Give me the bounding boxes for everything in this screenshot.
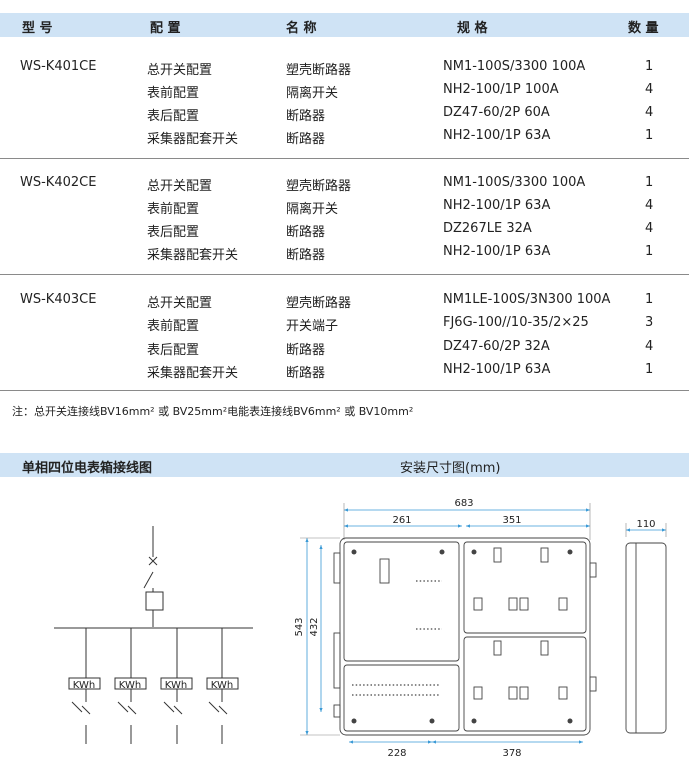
dim-378: 378 [502,748,521,759]
qty-cell: 4 [645,105,654,120]
group-separator [0,158,689,159]
spec-cell: NM1-100S/3300 100A [443,59,586,74]
dimension-drawing: 683 261 351 110 228 378 543 432 [294,498,667,759]
config-cell: 表前配置 [147,86,200,101]
name-cell: 隔离开关 [286,202,339,217]
qty-cell: 1 [645,59,654,74]
config-cell: 表后配置 [147,109,200,124]
name-cell: 断路器 [286,109,326,124]
config-cell: 采集器配套开关 [147,366,239,381]
qty-cell: 1 [645,175,654,190]
meter-label: KWh [165,680,187,691]
header-qty: 数 量 [628,21,659,36]
name-cell: 断路器 [286,248,326,263]
config-cell: 采集器配套开关 [147,248,239,263]
qty-cell: 1 [645,362,654,377]
dim-543: 543 [294,617,305,636]
qty-cell: 4 [645,82,654,97]
spec-cell: NM1-100S/3300 100A [443,175,586,190]
name-cell: 塑壳断路器 [286,63,352,78]
name-cell: 塑壳断路器 [286,296,352,311]
header-name: 名 称 [286,21,317,36]
config-cell: 表前配置 [147,319,200,334]
spec-cell: NM1LE-100S/3N300 100A [443,292,611,307]
header-model: 型 号 [22,21,53,36]
table-header-bar [0,13,689,37]
dim-228: 228 [387,748,406,759]
name-cell: 断路器 [286,225,326,240]
config-cell: 总开关配置 [147,296,213,311]
dim-432: 432 [309,617,320,636]
meter-label: KWh [73,680,95,691]
qty-cell: 1 [645,244,654,259]
section-bar [0,453,689,477]
spec-cell: DZ47-60/2P 32A [443,339,550,354]
dim-351: 351 [502,515,521,526]
name-cell: 开关端子 [286,319,339,334]
wiring-title: 单相四位电表箱接线图 [22,461,153,476]
spec-cell: DZ47-60/2P 60A [443,105,550,120]
spec-cell: FJ6G-100//10-35/2×25 [443,315,589,330]
config-cell: 表后配置 [147,343,200,358]
name-cell: 断路器 [286,366,326,381]
qty-cell: 4 [645,198,654,213]
model-cell: WS-K402CE [20,175,97,190]
dim-261: 261 [392,515,411,526]
name-cell: 断路器 [286,343,326,358]
config-cell: 表前配置 [147,202,200,217]
config-cell: 总开关配置 [147,63,213,78]
config-cell: 总开关配置 [147,179,213,194]
meter-label: KWh [211,680,233,691]
config-cell: 采集器配套开关 [147,132,239,147]
header-config: 配 置 [150,21,181,36]
dim-683: 683 [454,498,473,509]
spec-cell: NH2-100/1P 63A [443,198,551,213]
group-separator [0,274,689,275]
group-separator [0,390,689,391]
qty-cell: 4 [645,221,654,236]
name-cell: 断路器 [286,132,326,147]
qty-cell: 1 [645,128,654,143]
dimension-title: 安装尺寸图(mm) [400,461,501,476]
qty-cell: 3 [645,315,654,330]
qty-cell: 4 [645,339,654,354]
spec-cell: NH2-100/1P 63A [443,128,551,143]
name-cell: 塑壳断路器 [286,179,352,194]
meter-label: KWh [119,680,141,691]
config-cell: 表后配置 [147,225,200,240]
dim-110: 110 [636,519,655,530]
qty-cell: 1 [645,292,654,307]
spec-cell: NH2-100/1P 63A [443,244,551,259]
spec-cell: NH2-100/1P 100A [443,82,559,97]
wiring-diagram: KWh KWh KWh KWh [54,526,253,744]
model-cell: WS-K401CE [20,59,97,74]
header-spec: 规 格 [457,21,488,36]
spec-cell: DZ267LE 32A [443,221,532,236]
footnote: 注：总开关连接线BV16mm² 或 BV25mm²电能表连接线BV6mm² 或 … [12,405,414,418]
model-cell: WS-K403CE [20,292,97,307]
name-cell: 隔离开关 [286,86,339,101]
spec-cell: NH2-100/1P 63A [443,362,551,377]
